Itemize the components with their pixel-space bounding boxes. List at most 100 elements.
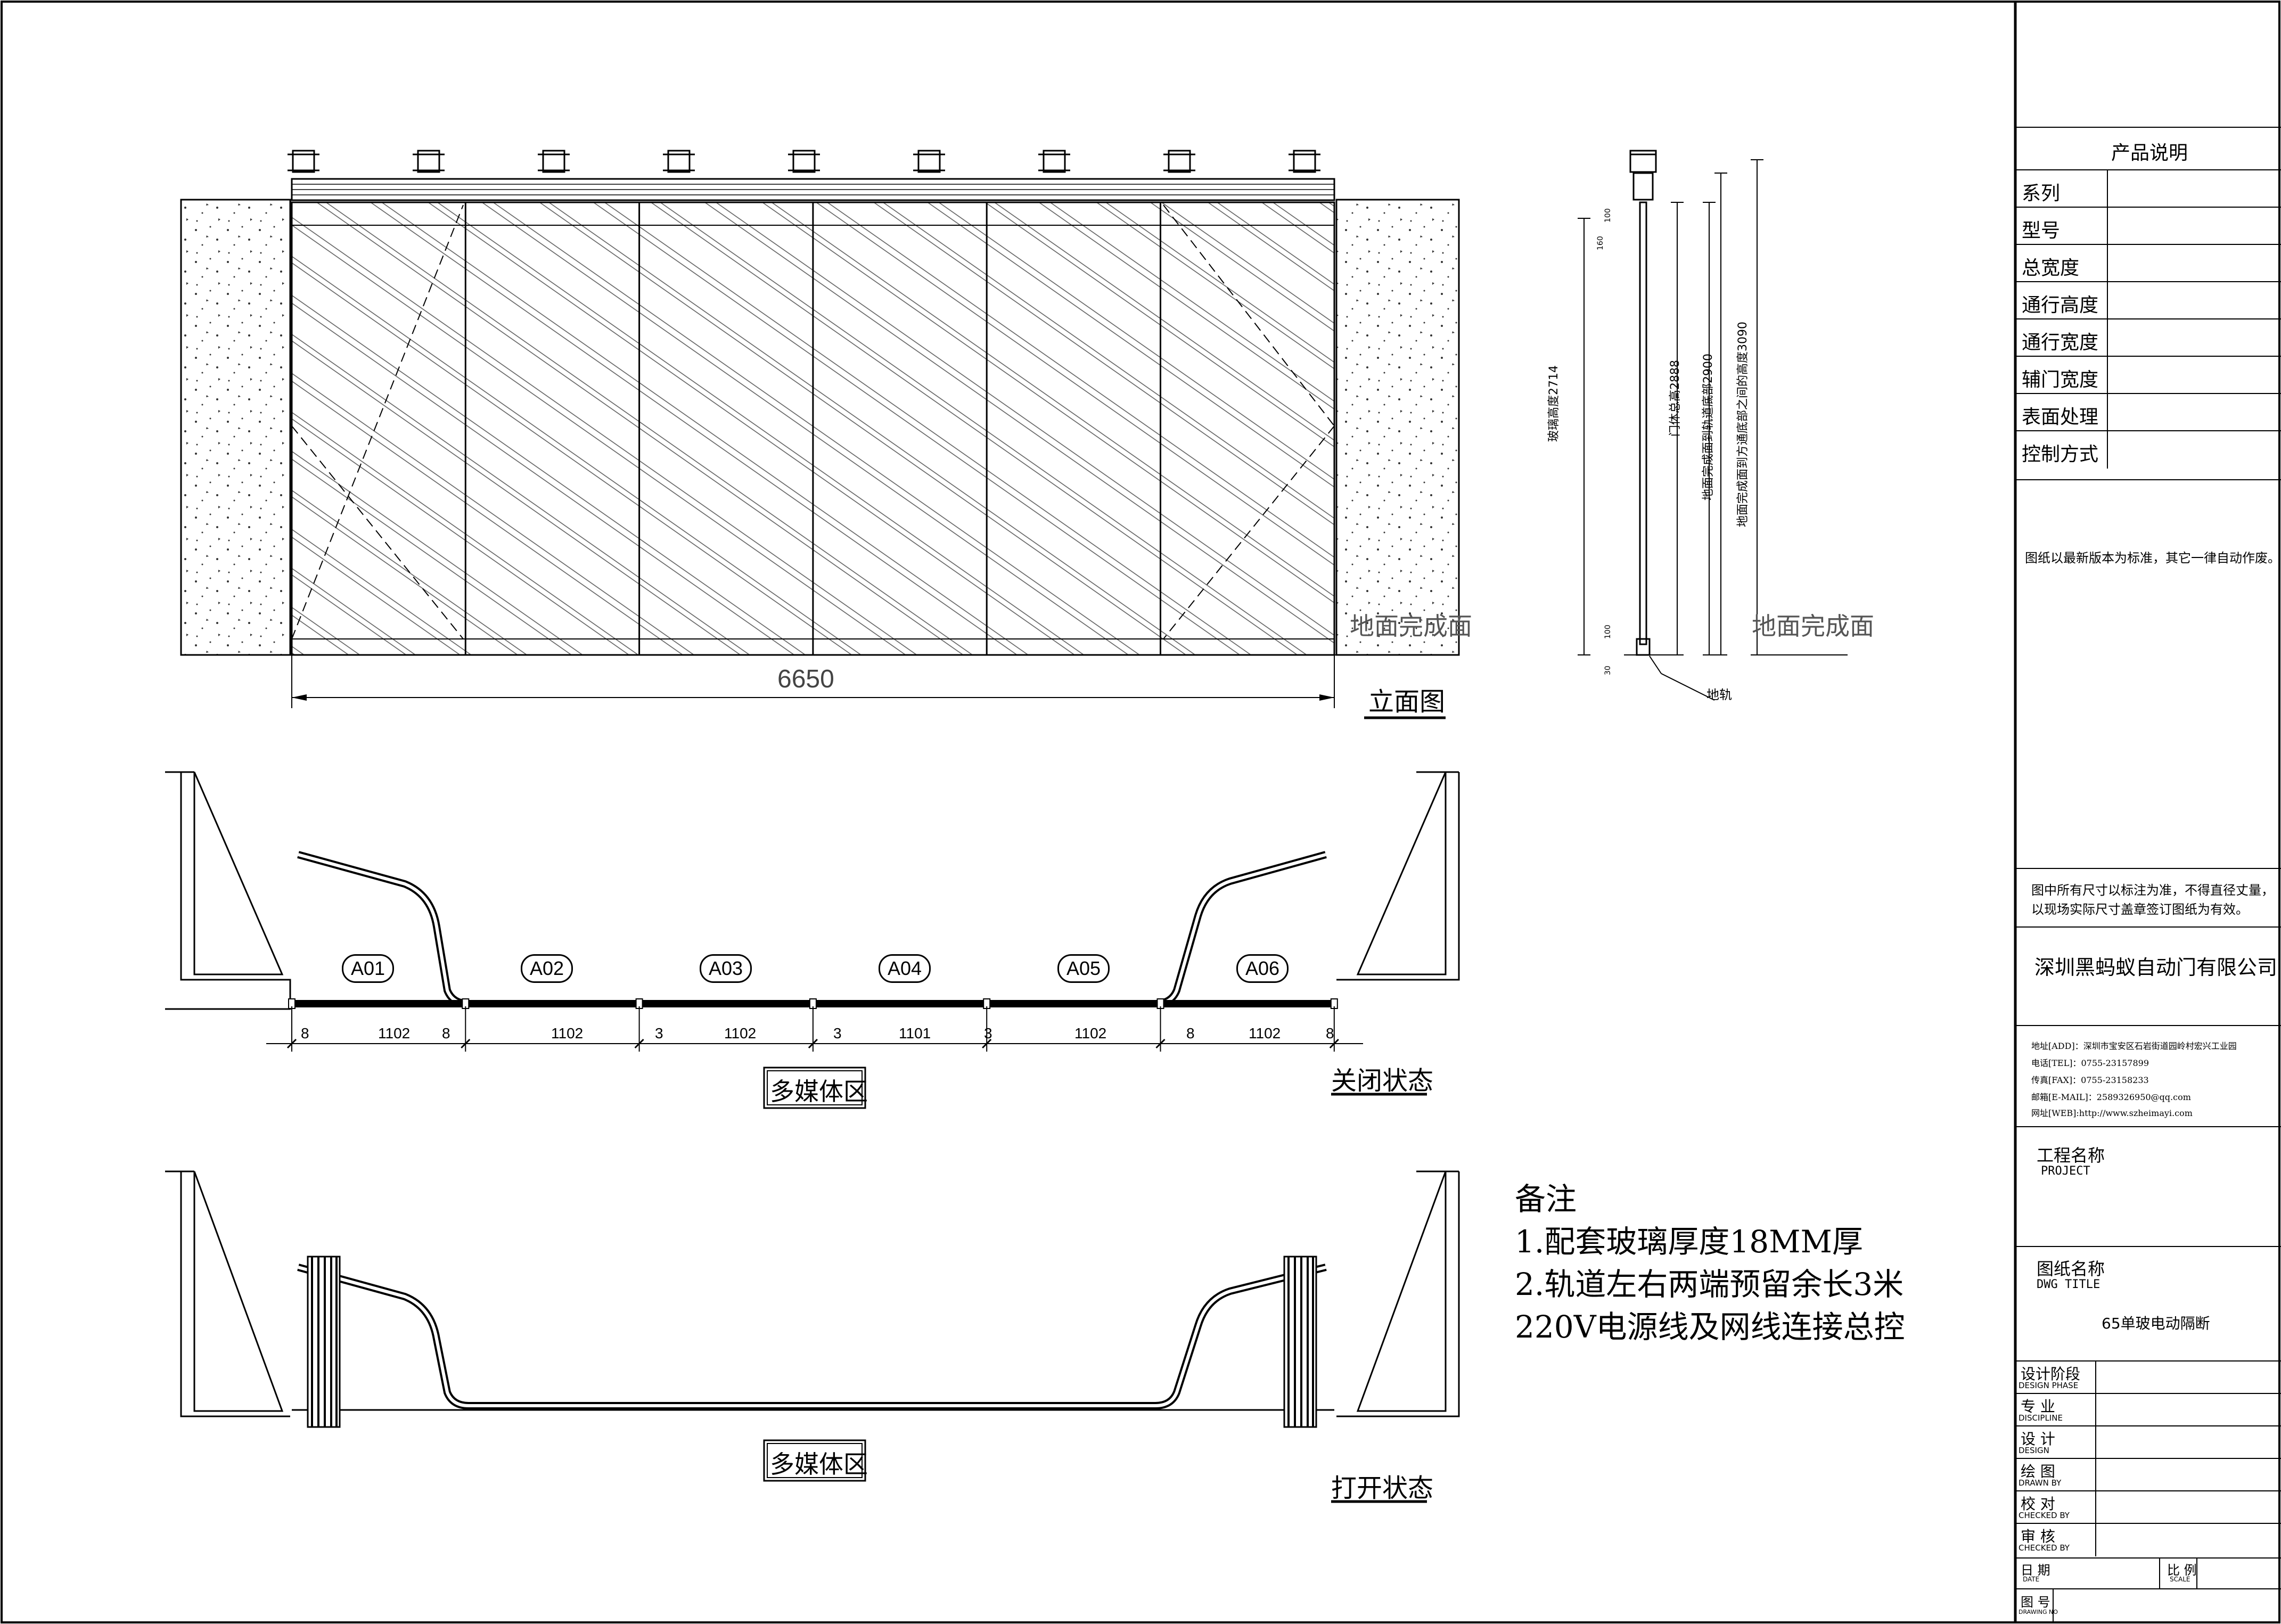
closed-dim-value: 1102 bbox=[1074, 1025, 1107, 1041]
closed-dim-value: 1102 bbox=[724, 1025, 757, 1041]
closed-dim-value: 1102 bbox=[551, 1025, 584, 1041]
tb-note-2a: 图中所有尺寸以标注为准，不得直径丈量， bbox=[2031, 883, 2274, 898]
company-tel: 电话[TEL]：0755-23157899 bbox=[2031, 1058, 2149, 1068]
zone-box-open bbox=[763, 1439, 866, 1482]
plan-track-closed bbox=[297, 851, 1327, 1007]
closed-dim-value: 1102 bbox=[378, 1025, 411, 1041]
closed-dim-value: 3 bbox=[984, 1025, 992, 1041]
closed-dim-value: 8 bbox=[301, 1025, 309, 1041]
tb-note-1: 图纸以最新版本为标准，其它一律自动作废。 bbox=[2025, 551, 2280, 565]
sign-row-label-cn: 绘 图 bbox=[2021, 1463, 2055, 1480]
product-field-row: 系列 bbox=[2015, 169, 2281, 208]
product-field-label: 通行高度 bbox=[2022, 294, 2099, 316]
product-field-row: 通行高度 bbox=[2015, 281, 2281, 319]
product-field-label: 通行宽度 bbox=[2022, 332, 2099, 354]
dwg-title-en: DWG TITLE bbox=[2037, 1278, 2101, 1291]
company-web: 网址[WEB]:http://www.szheimayi.com bbox=[2031, 1108, 2193, 1118]
door-height-label: 门体总高2888 bbox=[1669, 360, 1682, 437]
hanger bbox=[1168, 150, 1191, 173]
product-field-label: 型号 bbox=[2022, 220, 2061, 242]
notes-heading: 备注 bbox=[1515, 1181, 1577, 1217]
small-dim-1: 100 bbox=[1604, 208, 1612, 223]
hanger bbox=[417, 150, 440, 173]
state-label-open: 打开状态 bbox=[1331, 1473, 1434, 1503]
floor-label-left: 地面完成面 bbox=[1350, 612, 1472, 641]
product-field-label: 总宽度 bbox=[2022, 257, 2080, 279]
product-field-row: 控制方式 bbox=[2015, 430, 2281, 469]
product-field-row: 通行宽度 bbox=[2015, 318, 2281, 357]
hanger bbox=[1293, 150, 1316, 173]
product-field-row: 辅门宽度 bbox=[2015, 356, 2281, 394]
hanger bbox=[917, 150, 941, 173]
sign-row-label-cn: 审 核 bbox=[2021, 1528, 2055, 1545]
sign-row-label-en: DRAWN BY bbox=[2019, 1478, 2062, 1488]
panel-label-a04: A04 bbox=[879, 954, 931, 983]
small-dim-3: 100 bbox=[1604, 625, 1612, 639]
hanger bbox=[792, 150, 816, 173]
hanger bbox=[542, 150, 565, 173]
panel-label-a05: A05 bbox=[1057, 954, 1110, 983]
hanger bbox=[667, 150, 691, 173]
panel-label-a06: A06 bbox=[1236, 954, 1289, 983]
dwg-title-value: 65单玻电动隔断 bbox=[2102, 1315, 2210, 1332]
sign-row-label-en: CHECKED BY bbox=[2019, 1511, 2070, 1520]
title-block: 产品说明 系列型号总宽度通行高度通行宽度辅门宽度表面处理控制方式 图纸以最新版本… bbox=[2015, 0, 2281, 1624]
project-label-cn: 工程名称 bbox=[2037, 1145, 2105, 1166]
closed-dim-value: 1101 bbox=[899, 1025, 931, 1041]
plan-wall-right bbox=[1336, 772, 1460, 981]
sign-row-label-cn: 设计阶段 bbox=[2021, 1365, 2081, 1383]
product-heading: 产品说明 bbox=[2111, 142, 2188, 164]
elevation-view bbox=[180, 150, 1460, 719]
section-dimensions bbox=[1578, 159, 1763, 655]
product-field-label: 控制方式 bbox=[2022, 444, 2099, 465]
zone-label-open: 多媒体区 bbox=[770, 1450, 868, 1479]
sign-row-label-cn: 设 计 bbox=[2021, 1430, 2055, 1448]
small-dim-2: 160 bbox=[1596, 236, 1605, 250]
date-label-cn: 日 期 bbox=[2021, 1563, 2050, 1578]
dwgno-label-en: DRAWING NO bbox=[2019, 1609, 2058, 1615]
company-name: 深圳黑蚂蚁自动门有限公司 bbox=[2034, 956, 2278, 979]
plan-open-view bbox=[165, 1170, 1460, 1503]
product-field-row: 表面处理 bbox=[2015, 393, 2281, 431]
glass-height-label: 玻璃高度2714 bbox=[1547, 365, 1561, 442]
scale-label-cn: 比 例 bbox=[2167, 1563, 2197, 1578]
swing-line-right bbox=[1163, 425, 1335, 639]
company-fax: 传真[FAX]：0755-23158233 bbox=[2031, 1075, 2149, 1085]
closed-dim-value: 8 bbox=[442, 1025, 450, 1041]
project-label-en: PROJECT bbox=[2041, 1164, 2090, 1178]
closed-dim-value: 3 bbox=[833, 1025, 842, 1041]
swing-line-left bbox=[291, 204, 464, 639]
sign-row-label-en: DISCIPLINE bbox=[2019, 1413, 2063, 1423]
product-field-row: 型号 bbox=[2015, 207, 2281, 245]
closed-dim-value: 8 bbox=[1186, 1025, 1195, 1041]
scale-label-en: SCALE bbox=[2170, 1576, 2190, 1583]
note-line-2: 2.轨道左右两端预留余长3米 bbox=[1515, 1266, 1904, 1302]
sign-row-label-cn: 专 业 bbox=[2021, 1398, 2055, 1415]
tube-height-label: 地面完成面到方通底部之间的高度3090 bbox=[1736, 322, 1750, 527]
date-label-en: DATE bbox=[2023, 1576, 2040, 1583]
plan-closed-view bbox=[165, 771, 1460, 1109]
sign-row-label-en: CHECKED BY bbox=[2019, 1543, 2070, 1553]
company-email: 邮箱[E-MAIL]：2589326950@qq.com bbox=[2031, 1092, 2191, 1102]
closed-dim-value: 3 bbox=[655, 1025, 663, 1041]
product-field-label: 辅门宽度 bbox=[2022, 369, 2099, 391]
hanger bbox=[1043, 150, 1066, 173]
tb-note-2b: 以现场实际尺寸盖章签订图纸为有效。 bbox=[2031, 902, 2249, 917]
wall-right bbox=[1335, 199, 1460, 656]
zone-box-closed bbox=[763, 1067, 866, 1109]
note-line-3: 220V电源线及网线连接总控 bbox=[1515, 1309, 1905, 1345]
track-label: 地轨 bbox=[1706, 687, 1732, 702]
section-view bbox=[1578, 150, 1848, 701]
dwg-title-cn: 图纸名称 bbox=[2037, 1259, 2105, 1279]
zone-label-closed: 多媒体区 bbox=[770, 1077, 868, 1106]
company-address: 地址[ADD]：深圳市宝安区石岩街道园岭村宏兴工业园 bbox=[2031, 1041, 2237, 1051]
elevation-title: 立面图 bbox=[1368, 687, 1446, 717]
